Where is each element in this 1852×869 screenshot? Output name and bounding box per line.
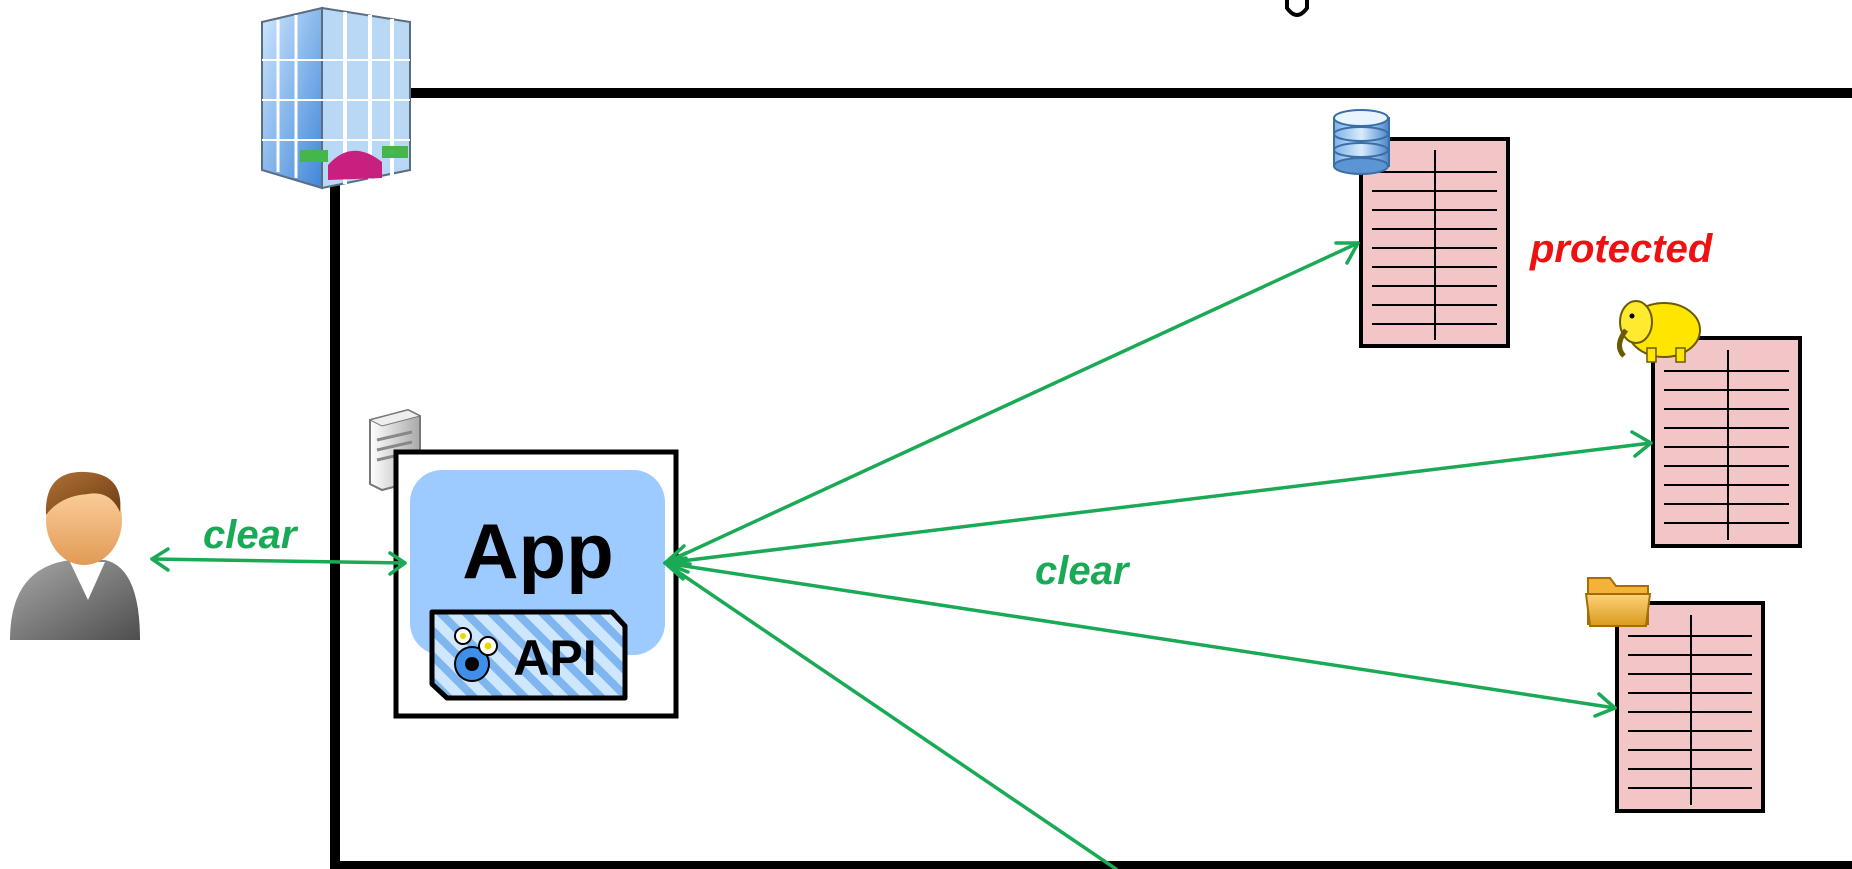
enterprise-boundary [330, 88, 1852, 869]
arrow-app-files-table [663, 556, 1617, 718]
gears-icon [454, 627, 498, 682]
database-icon [1333, 109, 1390, 175]
app-component: App API [393, 449, 679, 719]
label-clear-user: clear [203, 513, 299, 557]
data-table-hadoop [1651, 336, 1802, 548]
arrow-user-app [150, 547, 407, 576]
hadoop-elephant-icon [1617, 300, 1701, 363]
label-clear-center: clear [1035, 549, 1131, 593]
user-avatar-icon [10, 471, 140, 640]
api-label: API [513, 630, 596, 686]
arrow-app-offscreen [663, 561, 1118, 869]
arrow-app-protected-table [663, 241, 1360, 566]
arrow-app-hadoop-table [663, 430, 1653, 574]
data-table-files [1615, 601, 1765, 813]
connection-arrows [150, 241, 1653, 869]
folder-icon [1584, 577, 1652, 627]
office-building-icon [261, 6, 411, 190]
app-title: App [462, 507, 614, 595]
data-table-protected [1359, 137, 1510, 348]
app-panel [410, 470, 665, 655]
label-protected: protected [1529, 227, 1714, 271]
cropped-glyph [1285, 0, 1309, 17]
